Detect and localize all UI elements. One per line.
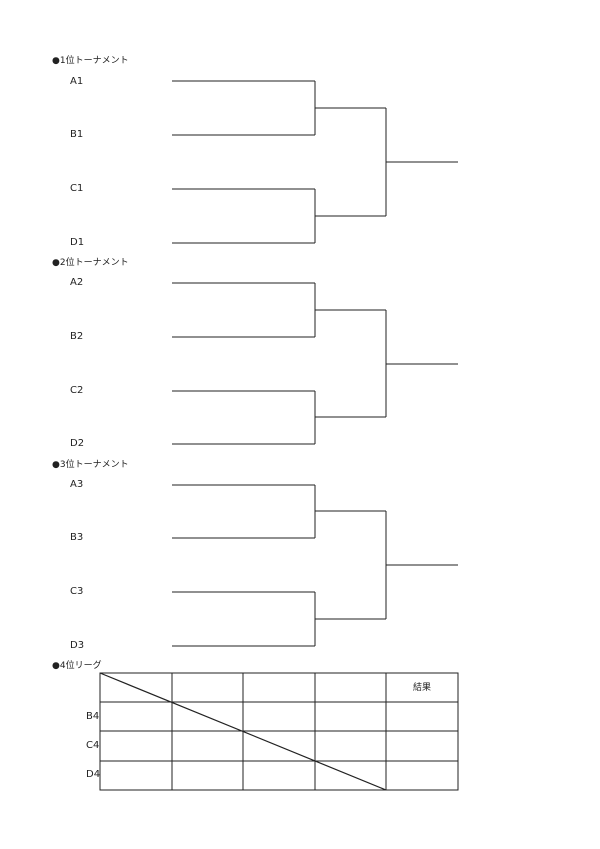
tournament-3-bracket — [172, 484, 458, 647]
team-label-c2: C2 — [70, 385, 84, 396]
team-label-b1: B1 — [70, 129, 84, 140]
league-row-label-d4: D4 — [86, 769, 101, 780]
team-label-d3: D3 — [70, 640, 85, 651]
team-label-a3: A3 — [70, 479, 84, 490]
team-label-b3: B3 — [70, 532, 84, 543]
team-label-a2: A2 — [70, 277, 84, 288]
league-table — [99, 672, 459, 791]
league-row-label-b4: B4 — [86, 711, 100, 722]
league-result-header: 結果 — [412, 683, 431, 693]
team-label-c3: C3 — [70, 586, 84, 597]
tournament-3-title: ●3位トーナメント — [52, 460, 129, 470]
team-label-a1: A1 — [70, 76, 84, 87]
team-label-d2: D2 — [70, 438, 85, 449]
team-label-b2: B2 — [70, 331, 84, 342]
tournament-2-title: ●2位トーナメント — [52, 258, 129, 268]
tournament-1-title: ●1位トーナメント — [52, 56, 129, 66]
team-label-d1: D1 — [70, 237, 85, 248]
league-title: ●4位リーグ — [52, 661, 102, 671]
league-row-label-c4: C4 — [86, 740, 100, 751]
league-table-diagonal — [99, 672, 387, 791]
team-label-c1: C1 — [70, 183, 84, 194]
tournament-1-bracket — [172, 80, 458, 244]
tournament-2-bracket — [172, 282, 458, 445]
